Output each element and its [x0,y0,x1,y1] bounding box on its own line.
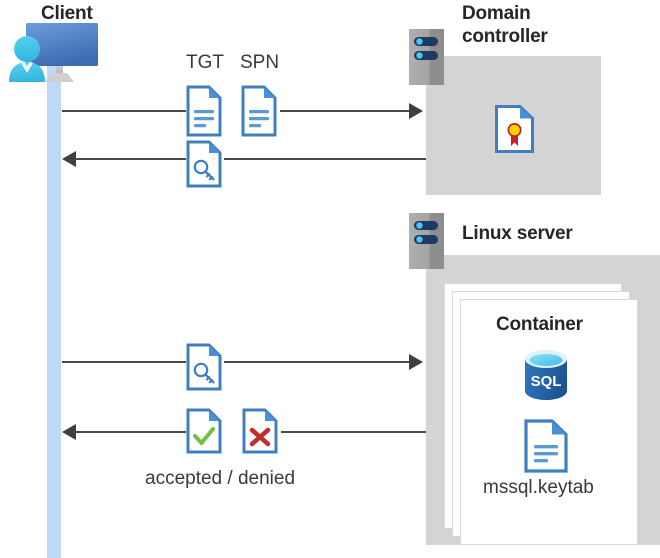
linux-server-label: Linux server [462,223,573,244]
domain-controller-label: Domain controller [462,3,548,47]
message-2-arrowhead-left [62,151,76,172]
message-2-line-right [224,158,426,160]
domain-controller-server-icon [409,29,444,85]
message-2-document-key-icon [186,140,222,188]
certificate-document-icon [495,105,534,153]
message-4-caption: accepted / denied [145,468,296,489]
message-4-line-right [281,431,426,433]
message-3-arrowhead-right [409,354,423,375]
client-label: Client [41,3,93,24]
client-lifeline [47,60,61,558]
message-1-arrowhead-right [409,103,423,124]
message-3-line-right [224,361,412,363]
tgt-document-lines-icon [186,85,222,137]
message-3-document-key-icon [186,343,222,391]
message-2-line-left [75,158,186,160]
tgt-label: TGT [186,52,224,73]
container-label: Container [496,314,583,335]
message-4-document-check-icon [186,408,222,454]
svg-text:SQL: SQL [531,373,562,390]
keytab-filename-label: mssql.keytab [483,477,594,498]
sql-database-icon: SQL [522,349,570,401]
message-4-line-left [75,431,186,433]
message-3-line-left [62,361,186,363]
linux-server-server-icon [409,213,444,269]
client-computer-user-icon [5,20,109,86]
spn-label: SPN [240,52,280,73]
message-4-document-cross-icon [242,408,278,454]
message-4-arrowhead-left [62,424,76,445]
message-1-line-right [280,110,412,112]
message-1-line-left [62,110,186,112]
keytab-document-icon [524,419,568,473]
spn-document-lines-icon [241,85,277,137]
